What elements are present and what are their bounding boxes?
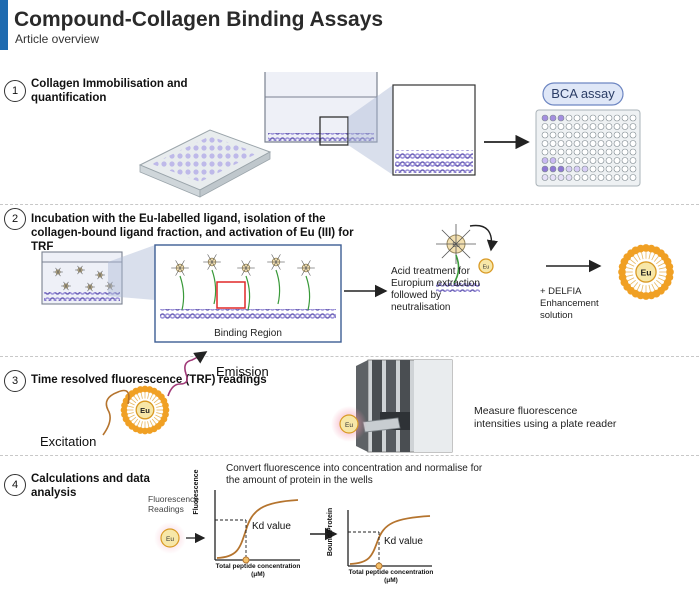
ligand-complex-icon: Eu — [436, 224, 480, 292]
chart1-kd-label: Kd value — [252, 521, 291, 532]
zoom-cone — [108, 245, 155, 300]
binding-curve-chart — [214, 490, 300, 564]
well-cross-section — [264, 72, 378, 146]
page-subtitle: Article overview — [15, 32, 100, 46]
step-number: 1 — [4, 80, 26, 102]
zoom-cone — [348, 85, 393, 175]
section-separator — [0, 455, 699, 456]
step-title: Time resolved fluorescence (TRF) reading… — [31, 374, 267, 386]
step-title: Calculations and data analysis — [31, 473, 150, 499]
eu-micelle-icon: Eu — [618, 244, 674, 300]
plate-reader-icon — [356, 359, 453, 453]
fluorescence-readings-label: Fluorescence Readings — [148, 494, 200, 514]
bca-plate — [535, 109, 641, 187]
svg-text:Eu: Eu — [140, 406, 150, 415]
free-eu-icon — [478, 258, 494, 274]
excitation-wave — [102, 389, 130, 436]
chart2-x-label: Total peptide concentration (μM) — [348, 569, 434, 584]
chart1-x-label: Total peptide concentration (μM) — [215, 563, 301, 578]
step-number: 4 — [4, 474, 26, 496]
step-number: 3 — [4, 370, 26, 392]
convert-label: Convert fluorescence into concentration … — [226, 463, 483, 486]
bca-label-pill — [542, 82, 624, 106]
svg-text:Eu: Eu — [166, 536, 174, 543]
section-separator — [0, 204, 699, 205]
step-title: Incubation with the Eu-labelled ligand, … — [31, 213, 354, 253]
normalised-curve-chart — [347, 510, 432, 570]
acid-treatment-label: Acid treatment for Europium extraction f… — [391, 266, 480, 313]
svg-text:Eu: Eu — [345, 422, 353, 429]
microplate-icon — [138, 129, 272, 198]
incubation-container — [41, 251, 123, 305]
step-title: Collagen Immobilisation and quantificati… — [31, 78, 188, 104]
delfia-label: + DELFIA Enhancement solution — [540, 286, 599, 321]
emission-wave — [167, 351, 208, 397]
section-separator — [0, 356, 699, 357]
page-title: Compound-Collagen Binding Assays — [14, 8, 384, 31]
chart2-y-label: Bound/Protein — [327, 507, 334, 557]
step-number: 2 — [4, 208, 26, 230]
bca-assay-label: BCA assay — [551, 86, 615, 101]
eu-micelle-icon: Eu — [120, 385, 170, 435]
binding-region-label: Binding Region — [214, 328, 282, 339]
measure-label: Measure fluorescence intensities using a… — [474, 405, 617, 430]
header-accent-bar — [0, 0, 8, 50]
svg-text:Eu: Eu — [640, 267, 651, 277]
emission-label: Emission — [216, 364, 269, 379]
chart2-kd-label: Kd value — [384, 536, 423, 547]
svg-text:Eu: Eu — [483, 265, 490, 271]
chart1-y-label: Fluorescence — [193, 469, 200, 515]
binding-site-highlight — [216, 281, 246, 309]
excitation-label: Excitation — [40, 434, 97, 449]
